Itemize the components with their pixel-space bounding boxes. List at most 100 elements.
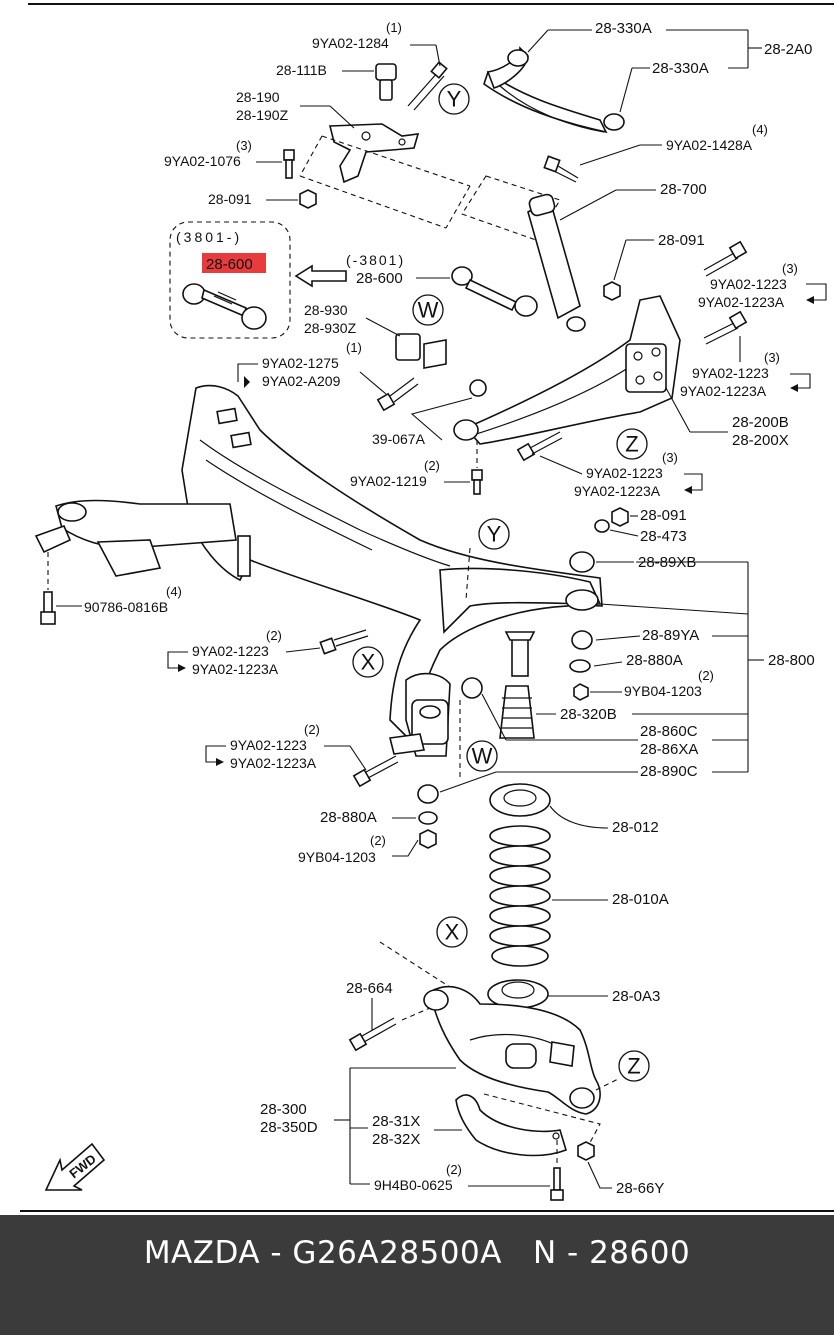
marker-w-top: [412, 294, 444, 326]
bolt-9ya02-1284: [407, 61, 448, 111]
label-9YA02-1076: 9YA02-1076: [164, 153, 241, 169]
bump-stop-28-320b: [461, 677, 535, 739]
qty-90786-0816B: (4): [166, 584, 182, 599]
marker-y-top: [438, 83, 470, 115]
label-28-664: 28-664: [346, 980, 393, 997]
label-28-700: 28-700: [660, 181, 707, 198]
bolt-90786-0816b: [40, 591, 56, 625]
qty-9YA02-1223-4: (2): [266, 628, 282, 643]
label-28-091-right: 28-091: [658, 232, 705, 249]
label-28-473: 28-473: [640, 528, 687, 545]
label-28-200X: 28-200X: [732, 432, 789, 449]
label-28-930: 28-930: [304, 302, 348, 318]
label-9YA02-A209: 9YA02-A209: [262, 373, 341, 389]
label-28-600: 28-600: [356, 270, 403, 287]
bolt-9ya02-1275: [376, 377, 419, 412]
upper-arm-28-2a0: [483, 46, 625, 134]
mount-28-800: [504, 551, 599, 701]
bolt-9ya02-1223-lower: [516, 431, 563, 462]
qty-9H4B0-0625: (2): [446, 1162, 462, 1177]
label-28-300: 28-300: [260, 1101, 307, 1118]
marker-z-bottom: [618, 1050, 650, 1082]
qty-9YB04-1203-2: (2): [370, 833, 386, 848]
lower-control-arm-28-300: [423, 986, 601, 1115]
label-28-350D: 28-350D: [260, 1119, 318, 1136]
fwd-arrow: FWD: [44, 1142, 106, 1191]
trailing-arm-28-200b: [453, 295, 681, 445]
label-3801-old: (-3801): [346, 252, 405, 268]
inset-box-3801: [169, 221, 291, 339]
coil-spring-28-010a: [489, 825, 551, 967]
label-3801-new: (3801-): [176, 229, 242, 245]
arrow-left-to-inset: [294, 264, 347, 288]
qty-9YA02-1223-2: (3): [764, 350, 780, 365]
label-9YA02-1223-4: 9YA02-1223: [192, 643, 269, 659]
label-28-0A3: 28-0A3: [612, 988, 660, 1005]
label-28-330A-bottom: 28-330A: [652, 60, 709, 77]
qty-9YA02-1223-3: (3): [662, 450, 678, 465]
qty-9YA02-1284: (1): [386, 20, 402, 35]
label-28-320B: 28-320B: [560, 706, 617, 723]
label-28-860C: 28-860C: [640, 723, 698, 740]
qty-9YA02-1223-1: (3): [782, 261, 798, 276]
label-28-880A-lower: 28-880A: [320, 809, 377, 826]
bump-stop-28-111b: [375, 63, 397, 101]
qty-9YA02-1219: (2): [424, 458, 440, 473]
lower-plate-28-31x: [455, 1094, 567, 1157]
label-9YA02-1223A-3: 9YA02-1223A: [574, 483, 661, 499]
label-28-86XA: 28-86XA: [640, 741, 698, 758]
lateral-link-28-600-old: [451, 266, 538, 317]
part-39-067a: [469, 379, 487, 397]
bolt-28-664: [348, 1017, 397, 1052]
marker-w-middle-letter: W: [472, 744, 493, 769]
footer-divider: [20, 1210, 834, 1212]
label-9YA02-1223-1: 9YA02-1223: [710, 276, 787, 292]
marker-z-top: [616, 428, 648, 460]
washer-28-880a-lower: [417, 784, 439, 849]
label-28-200B: 28-200B: [732, 414, 789, 431]
bolt-9ya02-1219: [471, 469, 483, 495]
marker-x-bottom: [436, 916, 468, 948]
label-9YA02-1223-5: 9YA02-1223: [230, 737, 307, 753]
label-9YA02-1219: 9YA02-1219: [350, 473, 427, 489]
qty-9YB04-1203-1: (2): [698, 668, 714, 683]
parts-diagram: 28-330A 28-2A0 28-330A (1) 9YA02-1284 28…: [28, 3, 834, 1201]
label-28-31X: 28-31X: [372, 1113, 420, 1130]
marker-y-middle-letter: Y: [487, 522, 502, 547]
rear-subframe: [34, 384, 603, 757]
label-28-010A: 28-010A: [612, 891, 669, 908]
label-28-012: 28-012: [612, 819, 659, 836]
label-28-32X: 28-32X: [372, 1131, 420, 1148]
label-39-067A: 39-067A: [372, 431, 426, 447]
bolt-9ya02-1076: [283, 149, 295, 179]
marker-w-middle: [466, 740, 498, 772]
marker-z-top-letter: Z: [625, 432, 638, 457]
label-28-880A-upper: 28-880A: [626, 652, 683, 669]
label-9YA02-1223A-5: 9YA02-1223A: [230, 755, 317, 771]
bushing-28-930: [395, 333, 447, 369]
qty-9YA02-1076: (3): [236, 138, 252, 153]
label-28-600-highlighted: 28-600: [206, 256, 253, 273]
lateral-link-28-600-new: [182, 283, 267, 330]
label-28-330A-top: 28-330A: [595, 20, 652, 37]
qty-9YA02-1223-5: (2): [304, 722, 320, 737]
label-28-190: 28-190: [236, 89, 280, 105]
label-28-800: 28-800: [768, 652, 815, 669]
highlight-28-600: [202, 253, 266, 273]
footer-bar: MAZDA - G26A28500A N - 28600: [0, 1215, 834, 1335]
label-9YA02-1223A-4: 9YA02-1223A: [192, 661, 279, 677]
nut-28-091-right: [603, 281, 621, 301]
marker-w-top-letter: W: [418, 298, 439, 323]
nut-28-091-middle: [611, 507, 629, 527]
bracket-28-190: [328, 123, 420, 184]
label-9YA02-1428A: 9YA02-1428A: [666, 137, 753, 153]
label-28-890C: 28-890C: [640, 763, 698, 780]
bolt-9ya02-1223-upper: [703, 240, 748, 277]
bolt-9ya02-1223-bottom: [352, 755, 399, 788]
label-28-66Y: 28-66Y: [616, 1180, 664, 1197]
label-9H4B0-0625: 9H4B0-0625: [374, 1177, 453, 1193]
marker-z-bottom-letter: Z: [627, 1054, 640, 1079]
label-28-930Z: 28-930Z: [304, 320, 357, 336]
label-9YA02-1284: 9YA02-1284: [312, 35, 389, 51]
label-9YA02-1275: 9YA02-1275: [262, 355, 339, 371]
